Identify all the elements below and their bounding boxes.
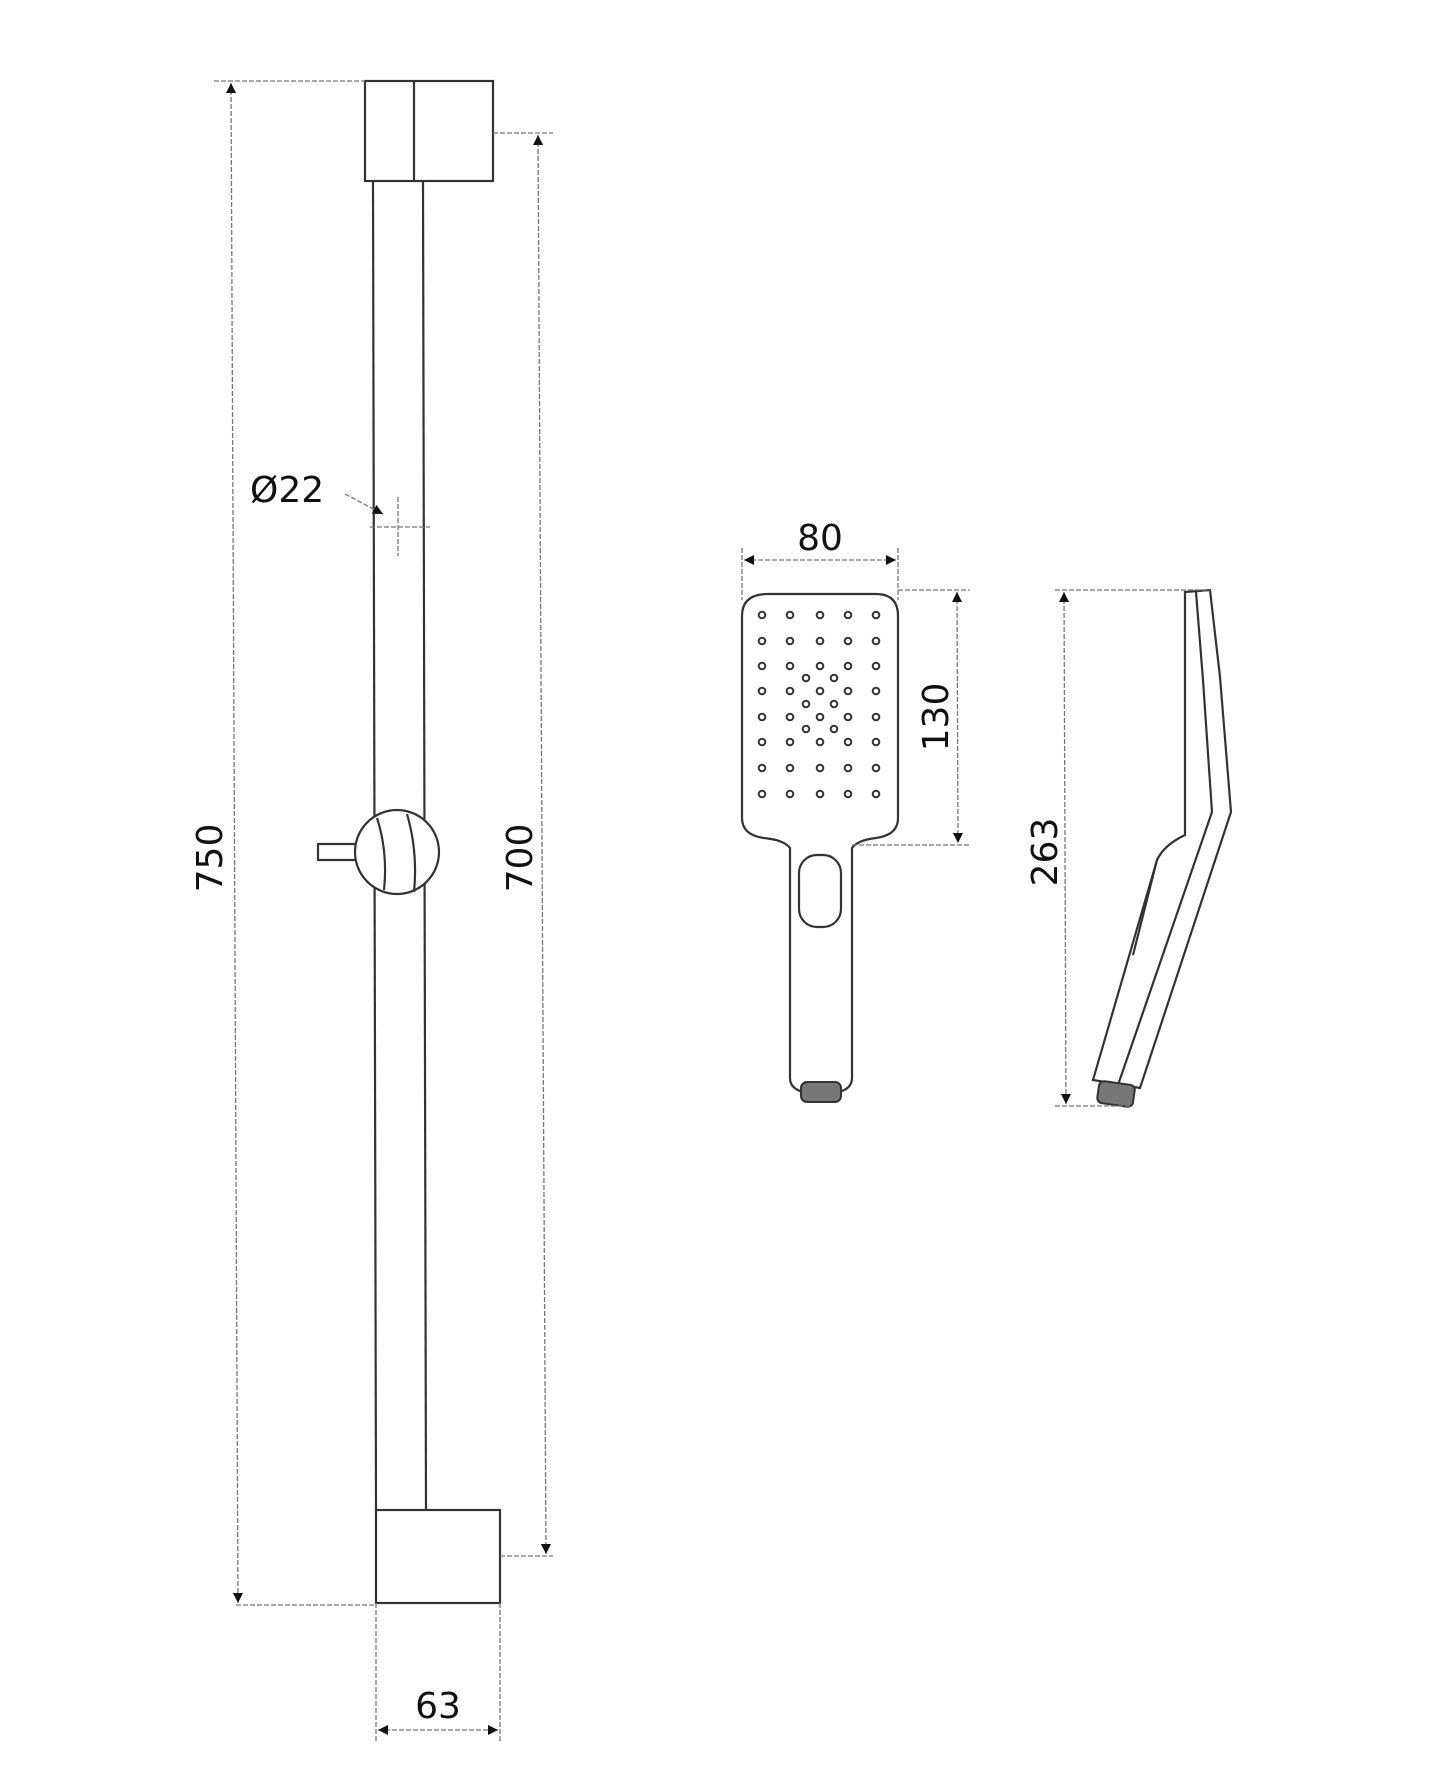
nozzle [871,610,881,620]
bracket-width-label: 63 [415,1686,461,1727]
nozzle [785,763,795,773]
top-bracket [363,79,495,183]
hand-shower-front-view: 80 130 [740,518,970,1103]
nozzle [843,636,853,646]
nozzle [801,699,811,709]
nozzle [785,737,795,747]
nozzle [843,610,853,620]
bracket-width-dimension: 63 [375,1603,501,1742]
nozzle [801,724,811,734]
nozzle [785,686,795,696]
nozzle [815,686,825,696]
bracket-spacing-dimension: 700 [493,132,553,1557]
nozzle [829,724,839,734]
nozzle [871,763,881,773]
hand-shower-side-view: 263 [1025,588,1233,1108]
nozzle [871,636,881,646]
nozzle [757,712,767,722]
slider-knob [316,808,441,896]
nozzle [871,661,881,671]
nozzle [871,712,881,722]
nozzle [843,686,853,696]
nozzle [815,712,825,722]
head-width-label: 80 [797,518,843,559]
overall-length-dimension: 263 [1025,589,1210,1107]
slide-rail: Ø22 750 700 63 [190,79,553,1742]
head-width-dimension: 80 [741,518,899,600]
side-profile-outline [1091,588,1233,1090]
nozzle [815,610,825,620]
nozzle [757,610,767,620]
thread-connector [800,1081,842,1103]
nozzle [871,737,881,747]
mode-button [797,853,843,929]
bracket-spacing-label: 700 [500,824,541,893]
overall-height-dimension: 750 [190,80,376,1606]
nozzle [785,661,795,671]
nozzle [757,661,767,671]
nozzle [785,789,795,799]
head-height-dimension: 130 [852,589,970,846]
nozzle [815,636,825,646]
overall-length-label: 263 [1025,818,1066,887]
nozzle [843,712,853,722]
nozzle [871,686,881,696]
bottom-bracket [374,1508,502,1605]
overall-height-label: 750 [190,824,231,893]
nozzle [757,763,767,773]
rod-diameter-label: Ø22 [250,470,324,511]
side-thread-connector [1096,1080,1136,1108]
nozzle [785,636,795,646]
nozzle [785,712,795,722]
nozzle [801,673,811,683]
nozzle [757,636,767,646]
nozzle [815,661,825,671]
head-height-label: 130 [916,683,957,752]
nozzle [757,686,767,696]
nozzle-grid [757,610,881,799]
nozzle [815,737,825,747]
nozzle [843,737,853,747]
nozzle [829,699,839,709]
nozzle [843,763,853,773]
nozzle [815,763,825,773]
rod-diameter-marker: Ø22 [250,470,430,556]
nozzle [757,737,767,747]
nozzle [815,789,825,799]
nozzle [829,673,839,683]
nozzle [843,661,853,671]
nozzle [843,789,853,799]
nozzle [785,610,795,620]
nozzle [871,789,881,799]
nozzle [757,789,767,799]
